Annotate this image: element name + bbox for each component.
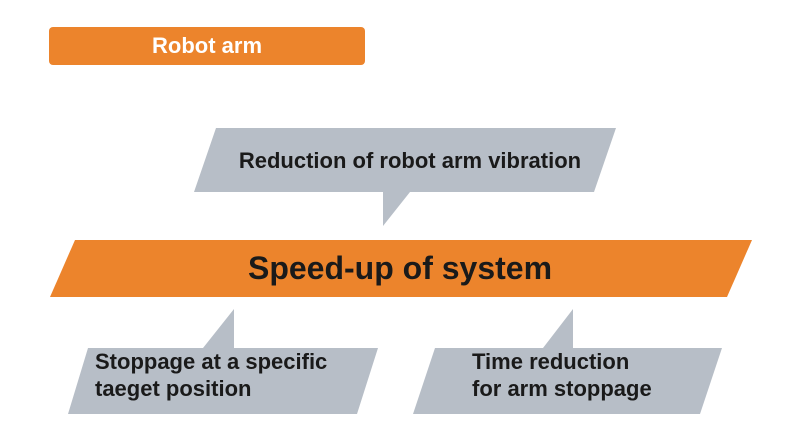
callout-bottom-right-line-2: for arm stoppage <box>472 375 652 401</box>
callout-top-text: Reduction of robot arm vibration <box>200 130 620 192</box>
callout-top-line: Reduction of robot arm vibration <box>238 147 582 173</box>
callout-bottom-left-text: Stoppage at a specific taeget position <box>95 349 327 403</box>
callout-bottom-left-line-2: taeget position <box>95 375 252 401</box>
speed-up-banner-label: Speed-up of system <box>247 250 553 287</box>
callout-bottom-left-bubble <box>68 309 378 414</box>
robot-arm-tag <box>49 27 365 65</box>
callout-bottom-left-line-1: Stoppage at a specific <box>95 349 328 374</box>
speed-up-banner <box>50 240 752 297</box>
callout-bottom-right-line-1: Time reduction <box>472 349 630 374</box>
callout-bottom-right-bubble <box>413 309 722 414</box>
robot-arm-tag-label: Robot arm <box>152 32 262 58</box>
callout-top-bubble <box>194 128 616 226</box>
callout-bottom-right-text: Time reduction for arm stoppage <box>472 349 652 403</box>
